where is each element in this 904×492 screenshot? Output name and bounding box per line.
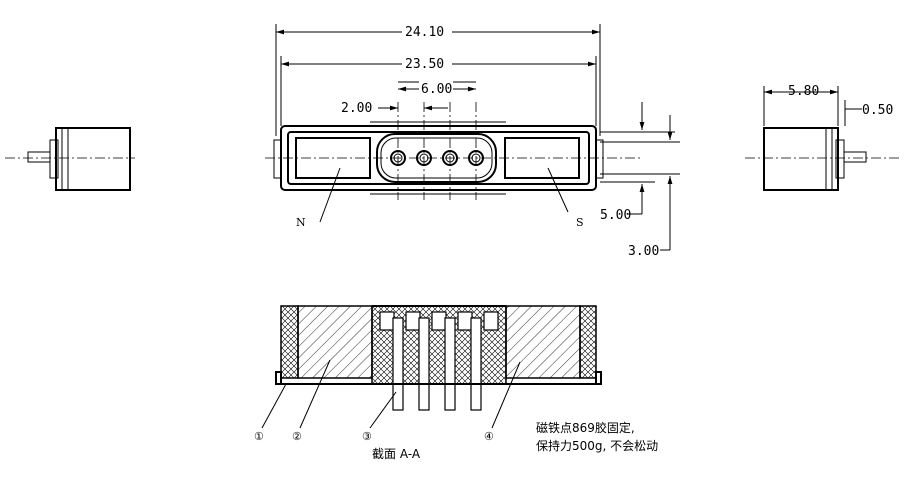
- callout-1: ①: [254, 430, 264, 443]
- section-title: 截面 A-A: [372, 447, 421, 461]
- right-side-view: 5.80 0.50: [745, 84, 900, 191]
- note-line-1: 磁铁点869胶固定,: [536, 420, 635, 435]
- magnet-south: [504, 137, 580, 179]
- callout-4: ④: [484, 430, 494, 443]
- dim-pin-span: 6.00: [421, 82, 452, 97]
- callout-3: ③: [362, 430, 372, 443]
- magnet-north: [295, 137, 371, 179]
- dim-pin-pitch: 2.00: [341, 101, 372, 116]
- label-north: N: [296, 216, 306, 229]
- dim-height-a: 5.00: [600, 208, 631, 223]
- label-south: S: [576, 216, 584, 229]
- dim-tab-thickness: 0.50: [862, 103, 893, 118]
- dim-height-b: 3.00: [628, 244, 659, 259]
- callout-2: ②: [292, 430, 302, 443]
- dim-overall-width: 24.10: [405, 25, 444, 40]
- left-side-view: [5, 127, 135, 191]
- front-view: 24.10 23.50 6.00 2.00 5.00 3.00 N S: [265, 22, 680, 259]
- note-line-2: 保持力500g, 不会松动: [536, 438, 658, 453]
- section-view: ① ② ③ ④ 截面 A-A 磁铁点869胶固定, 保持力500g, 不会松动: [254, 305, 658, 461]
- section-pins: [379, 311, 499, 411]
- dim-side-depth: 5.80: [788, 84, 819, 99]
- dim-inner-width: 23.50: [405, 57, 444, 72]
